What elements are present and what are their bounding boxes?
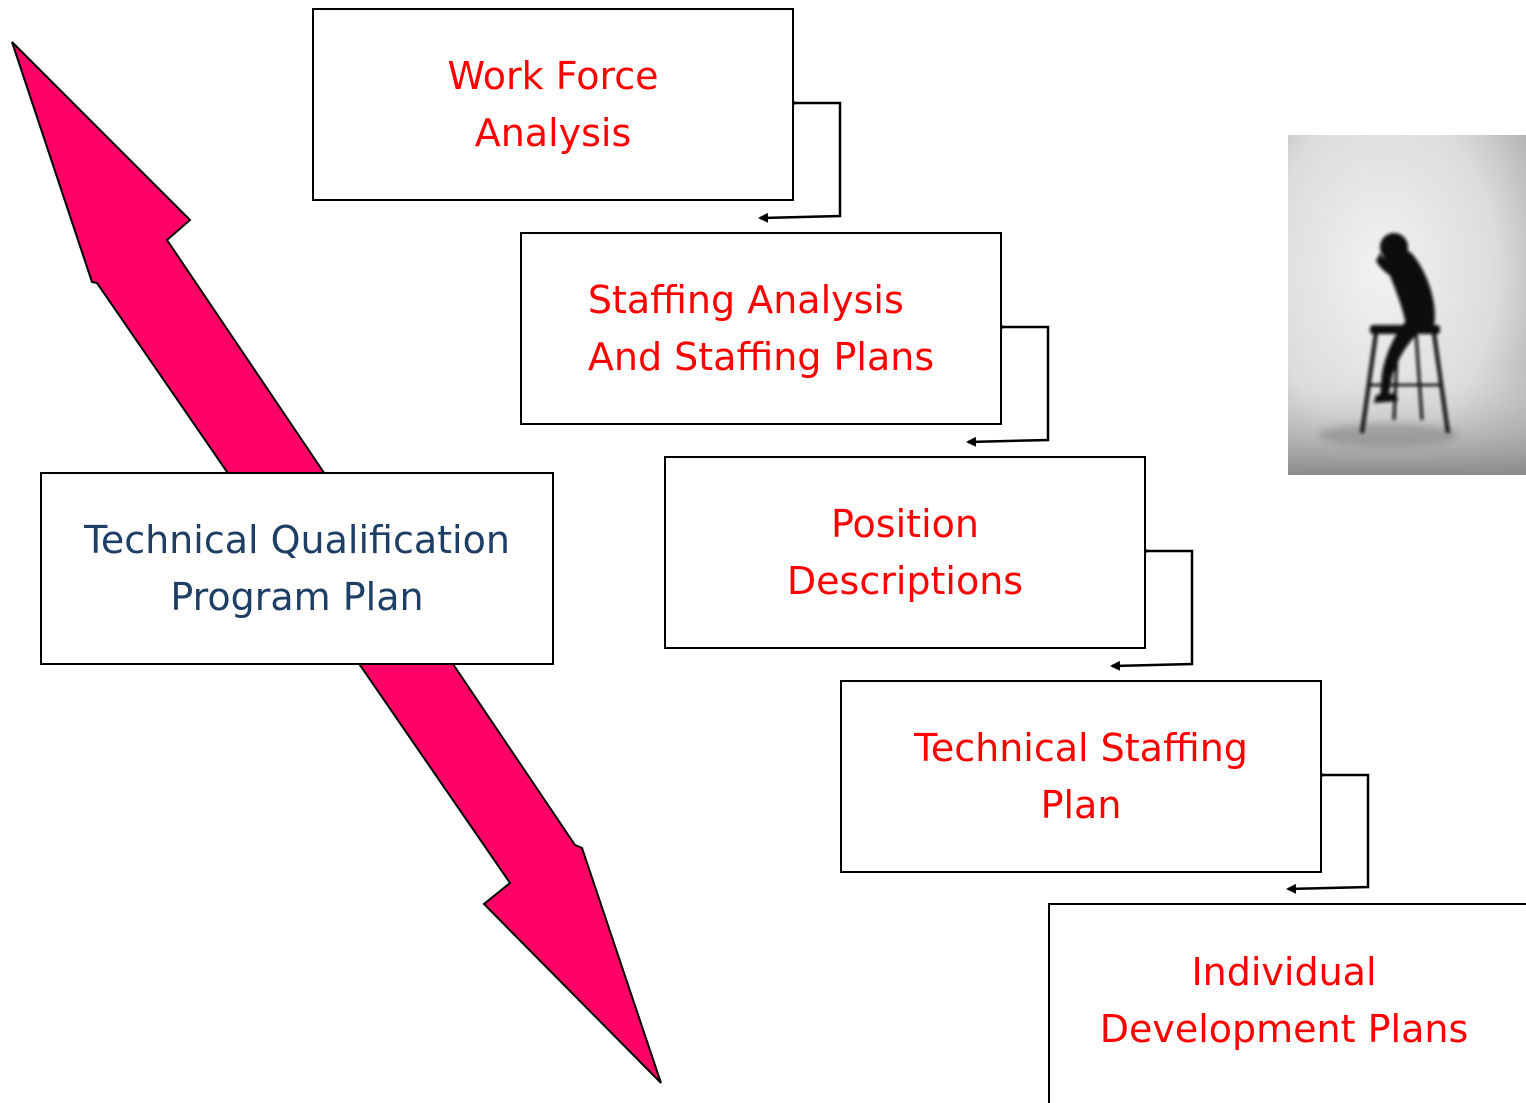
step-label: Position Descriptions	[786, 501, 1024, 603]
technical-qualification-program-plan: Technical Qualification Program Plan	[40, 472, 554, 665]
program-plan-label: Technical Qualification Program Plan	[84, 517, 510, 619]
step-staffing-analysis: Staffing Analysis And Staffing Plans	[520, 232, 1002, 425]
connector-4	[1286, 770, 1370, 894]
contemplative-person-photo	[1288, 135, 1526, 475]
step-label: Work Force Analysis	[447, 53, 659, 155]
step-individual-development-plans: Individual Development Plans	[1048, 903, 1526, 1103]
connector-1	[758, 98, 842, 223]
connector-3	[1110, 546, 1194, 671]
step-label: Technical Staffing Plan	[914, 725, 1248, 827]
step-position-descriptions: Position Descriptions	[664, 456, 1146, 649]
connector-2	[966, 322, 1050, 447]
step-work-force-analysis: Work Force Analysis	[312, 8, 794, 201]
step-label: Individual Development Plans	[1099, 950, 1469, 1051]
step-technical-staffing-plan: Technical Staffing Plan	[840, 680, 1322, 873]
step-label: Staffing Analysis And Staffing Plans	[587, 277, 935, 379]
